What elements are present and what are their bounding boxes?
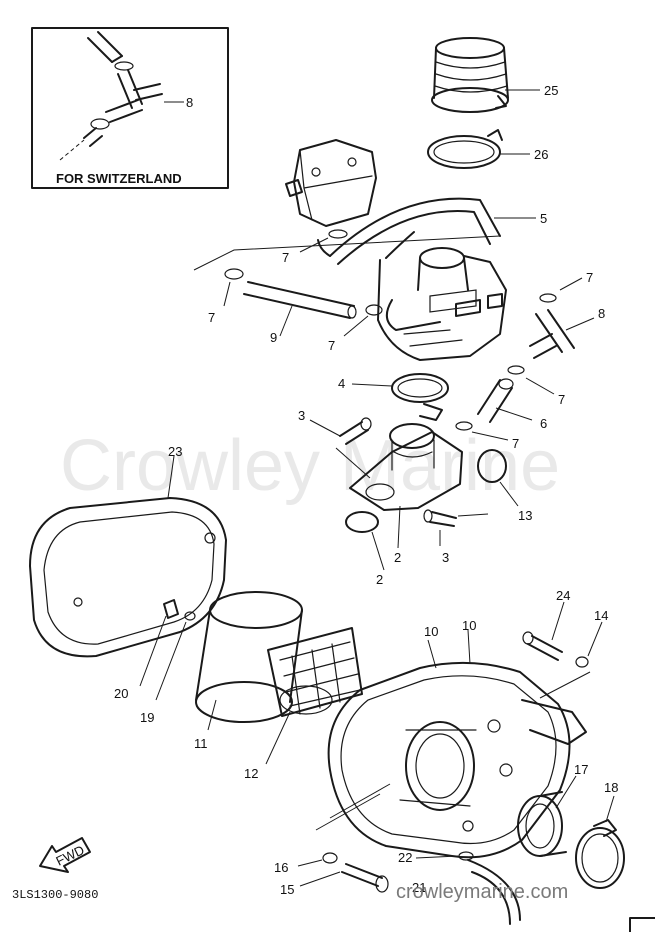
callout-7b: 7 [208,310,215,325]
part-17-intake-joint: 17 [517,762,588,857]
callout-7f: 7 [512,436,519,451]
callout-4: 4 [338,376,345,391]
callout-23: 24 [556,588,570,603]
drawing-code: 3LS1300-9080 [12,888,98,902]
callout-24: 14 [594,608,608,623]
callout-26: 26 [534,147,548,162]
callout-20: 20 [114,686,128,701]
callout-6: 6 [540,416,547,431]
callout-1: 2 [394,550,401,565]
inset-caption: FOR SWITZERLAND [56,171,182,186]
callout-3b: 3 [442,550,449,565]
callout-7e: 7 [558,392,565,407]
callout-10: 10 [462,618,476,633]
callout-15: 15 [280,882,294,897]
carburetor-assembly [377,231,507,361]
watermark-footer: crowleymarine.com [396,881,568,903]
callout-14: 10 [424,624,438,639]
hose-clips: 7 7 7 7 7 7 [193,229,593,451]
fwd-arrow: FWD [39,837,91,873]
callout-3a: 3 [298,408,305,423]
callout-8a: 8 [186,95,193,110]
part-12-mesh-guide: 12 [244,627,363,781]
part-6-pipe: 6 [477,378,547,431]
callout-2b: 2 [376,572,383,587]
part-9-hose: 9 [243,281,357,345]
callout-12: 12 [244,766,258,781]
part-2-o-rings: 13 2 [345,449,532,587]
callout-22: 22 [398,850,412,865]
callout-25: 25 [544,83,558,98]
part-4-clamp: 4 [338,373,449,421]
callout-5: 5 [540,211,547,226]
corner-mark [629,917,655,932]
part-1-carburetor-joint: 2 [335,423,463,565]
part-18-clamp: 18 [575,780,625,889]
part-5-breather-hose: 5 [317,197,547,265]
callout-8b: 8 [598,306,605,321]
callout-7c: 7 [328,338,335,353]
callout-13: 23 [168,444,182,459]
part-25-joint-boot: 25 [431,37,558,113]
part-23-24-bolt-washer: 24 14 [522,588,608,699]
part-10-14-air-filter-case: 10 10 [327,618,587,859]
fwd-arrow-label: FWD [54,842,87,868]
callout-7d: 7 [586,270,593,285]
callout-19: 19 [140,710,154,725]
parts-15-16-21-22: 16 22 15 21 [274,783,521,925]
part-13-air-filter-cover: 23 [29,444,227,658]
callout-21: 21 [412,880,426,895]
callout-7a: 7 [282,250,289,265]
callout-16: 16 [274,860,288,875]
part-11-filter-element: 11 [194,591,303,751]
callout-2a: 13 [518,508,532,523]
part-19-20-fasteners: 20 19 [114,599,196,725]
callout-11: 11 [194,736,208,751]
callout-18: 18 [604,780,618,795]
air-vent-bracket [285,139,377,227]
callout-9: 9 [270,330,277,345]
watermark-center: Crowley Marine [60,426,560,506]
part-3-bolts: 3 3 [298,408,489,565]
part-8-t-joint: 8 [529,306,605,359]
callout-17: 17 [574,762,588,777]
part-26-clamp-band: 26 [427,129,548,169]
inset-switzerland: 8 FOR SWITZERLAND [31,27,229,189]
